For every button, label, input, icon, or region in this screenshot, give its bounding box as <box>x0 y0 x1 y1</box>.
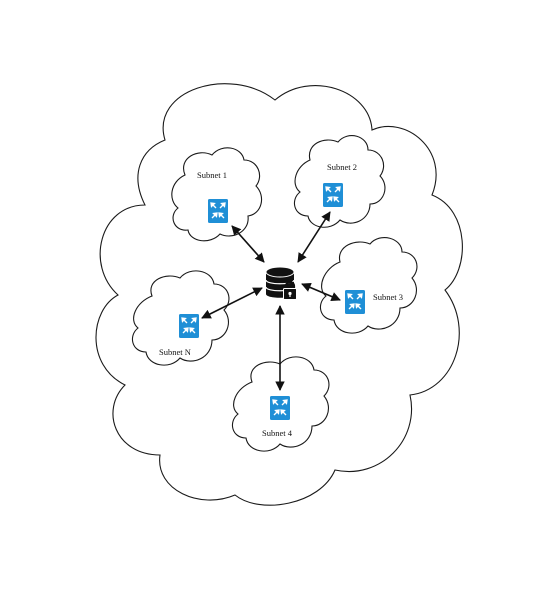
subnet-3-label: Subnet 3 <box>373 292 403 302</box>
router-icon <box>322 182 344 208</box>
link-subnet-3 <box>301 282 341 302</box>
link-subnet-2 <box>297 211 331 263</box>
link-subnet-n <box>201 287 263 319</box>
router-icon <box>344 289 366 315</box>
subnet-4-label: Subnet 4 <box>262 428 293 438</box>
link-subnet-1 <box>231 225 265 263</box>
router-icon <box>178 313 200 339</box>
subnet-3-cloud <box>319 237 418 334</box>
subnet-2-cloud <box>293 135 386 228</box>
router-icon <box>207 198 229 224</box>
subnet-2-label: Subnet 2 <box>327 162 357 172</box>
subnet-n-label: Subnet N <box>159 347 191 357</box>
subnet-1-cloud <box>171 147 263 242</box>
database-lock-icon <box>265 266 297 300</box>
router-icon <box>269 395 291 421</box>
subnet-1-label: Subnet 1 <box>197 170 227 180</box>
